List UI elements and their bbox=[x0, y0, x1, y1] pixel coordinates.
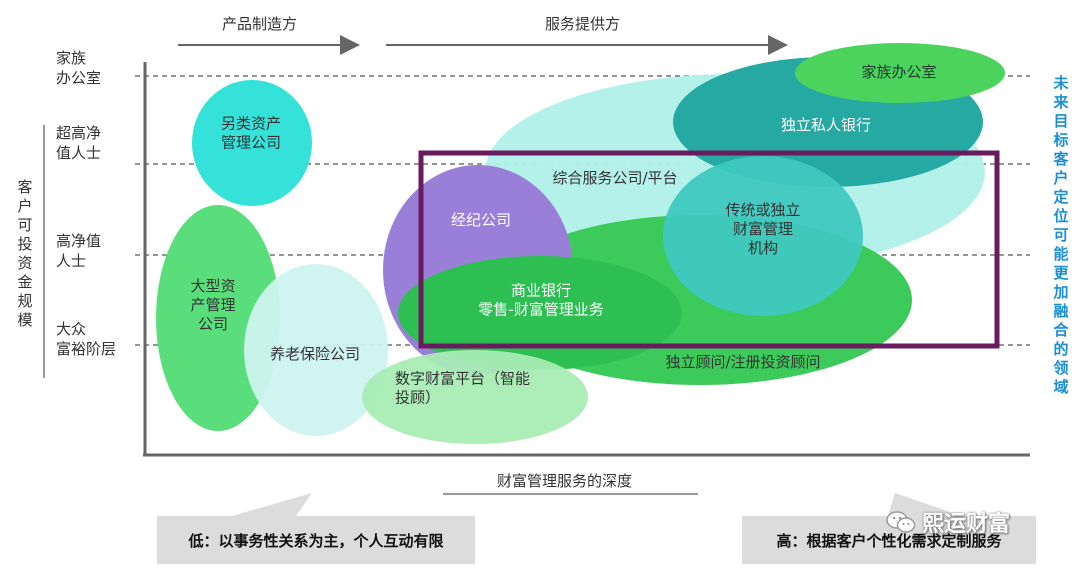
producer-label: 产品制造方 bbox=[222, 15, 298, 33]
label-line: 零售-财富管理业务 bbox=[478, 301, 603, 319]
y-axis-title: 客户可投资金规模 bbox=[17, 178, 33, 329]
label-family-office: 家族办公室 bbox=[861, 63, 936, 81]
label-independent-advisor: 独立顾问/注册投资顾问 bbox=[665, 353, 820, 371]
segment-labels: 家族办公室 独立私人银行 综合服务公司/平台 另类资产管理公司 经纪公司 传统或… bbox=[190, 63, 936, 407]
label-line: 家族办公室 bbox=[861, 63, 936, 81]
label-line: 养老保险公司 bbox=[270, 345, 360, 363]
label-line: 独立私人银行 bbox=[781, 116, 871, 134]
label-private-bank: 独立私人银行 bbox=[781, 116, 871, 134]
label-line: 产管理 bbox=[190, 296, 235, 314]
wechat-icon bbox=[886, 510, 916, 534]
label-pension-insurance: 养老保险公司 bbox=[270, 345, 360, 363]
label-line: 独立顾问/注册投资顾问 bbox=[665, 353, 820, 371]
label-line: 公司 bbox=[198, 315, 228, 333]
label-brokerage: 经纪公司 bbox=[451, 211, 511, 229]
label-line: 投顾） bbox=[395, 389, 440, 407]
label-large-asset-mgr: 大型资产管理公司 bbox=[190, 277, 235, 333]
bubble-family-office bbox=[795, 43, 1005, 103]
label-integrated-platform: 综合服务公司/平台 bbox=[552, 169, 677, 187]
right-note: 未来目标客户定位可能更加融合的领域 bbox=[1053, 74, 1069, 396]
target-highlight-frame bbox=[418, 150, 1000, 349]
label-line: 数字财富平台（智能 bbox=[395, 370, 530, 388]
bubble-digital-platform bbox=[362, 350, 588, 444]
label-line: 财富管理 bbox=[733, 220, 793, 238]
low-callout: 低：以事务性关系为主，个人互动有限 bbox=[157, 516, 475, 564]
low-callout-pointer bbox=[232, 493, 312, 516]
label-line: 另类资产 bbox=[221, 115, 281, 133]
bubble-alternative-asset bbox=[192, 80, 312, 206]
level-label-ultra-high: 超高净值人士 bbox=[56, 124, 102, 162]
bubble-traditional-wealth bbox=[663, 156, 863, 316]
label-line: 商业银行 bbox=[511, 282, 571, 300]
label-alternative-asset: 另类资产管理公司 bbox=[221, 115, 281, 152]
label-line: 经纪公司 bbox=[451, 211, 511, 229]
level-label-mass-affluent: 大众富裕阶层 bbox=[56, 320, 117, 358]
x-axis-title: 财富管理服务的深度 bbox=[497, 472, 633, 490]
label-line: 机构 bbox=[748, 239, 778, 257]
bubble-pension-insurance bbox=[244, 264, 388, 436]
level-label-family-office: 家族办公室 bbox=[56, 49, 102, 87]
label-digital-platform: 数字财富平台（智能投顾） bbox=[395, 370, 530, 407]
label-line: 管理公司 bbox=[221, 134, 281, 152]
label-commercial-bank: 商业银行零售-财富管理业务 bbox=[478, 282, 603, 319]
label-traditional-wealth: 传统或独立财富管理机构 bbox=[725, 201, 800, 257]
segment-bubbles bbox=[156, 43, 1005, 444]
watermark: 熙运财富 bbox=[886, 506, 1010, 538]
watermark-text: 熙运财富 bbox=[922, 512, 1011, 537]
label-line: 大型资 bbox=[190, 277, 235, 295]
level-label-high: 高净值人士 bbox=[56, 232, 102, 270]
provider-label: 服务提供方 bbox=[545, 15, 621, 33]
label-line: 传统或独立 bbox=[725, 201, 800, 219]
bubble-commercial-bank bbox=[398, 256, 682, 370]
high-callout-pointer bbox=[888, 493, 962, 516]
label-line: 综合服务公司/平台 bbox=[552, 169, 677, 187]
